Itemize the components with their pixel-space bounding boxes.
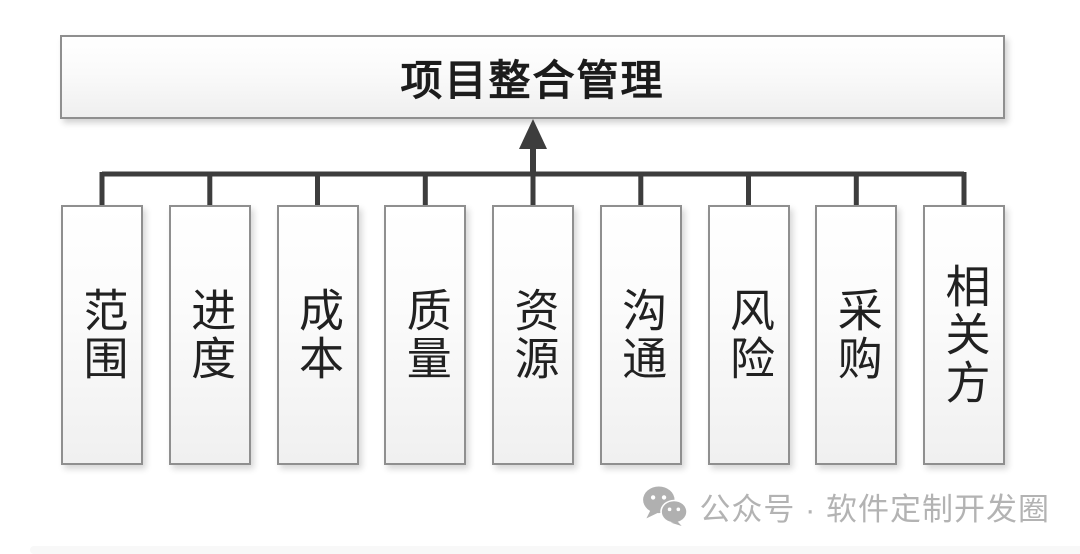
node-quality-label: 质量 bbox=[399, 287, 451, 383]
node-scope: 范围 bbox=[61, 205, 143, 465]
children-row: 范围 进度 成本 质量 资源 沟通 风险 采购 相关方 bbox=[61, 205, 1005, 465]
bottom-strip bbox=[30, 546, 1080, 554]
node-communication-label: 沟通 bbox=[615, 287, 667, 383]
node-communication: 沟通 bbox=[599, 205, 682, 465]
node-schedule-label: 进度 bbox=[184, 287, 236, 383]
root-node-label: 项目整合管理 bbox=[400, 56, 665, 104]
node-procurement: 采购 bbox=[815, 205, 898, 465]
arrow-up-head bbox=[519, 119, 547, 149]
node-stakeholder-label: 相关方 bbox=[938, 263, 990, 407]
root-node-integration-management: 项目整合管理 bbox=[60, 35, 1005, 119]
wechat-icon bbox=[643, 486, 689, 526]
node-quality: 质量 bbox=[384, 205, 467, 465]
node-procurement-label: 采购 bbox=[830, 287, 882, 383]
node-scope-label: 范围 bbox=[76, 287, 128, 383]
node-risk-label: 风险 bbox=[723, 287, 774, 383]
watermark: 公众号 · 软件定制开发圈 bbox=[642, 484, 1050, 528]
node-resource-label: 资源 bbox=[507, 287, 559, 383]
node-risk: 风险 bbox=[707, 205, 790, 465]
node-cost-label: 成本 bbox=[292, 287, 343, 383]
node-schedule: 进度 bbox=[168, 205, 251, 465]
watermark-text: 公众号 · 软件定制开发圈 bbox=[699, 491, 1050, 527]
node-cost: 成本 bbox=[276, 205, 359, 465]
node-resource: 资源 bbox=[492, 205, 574, 465]
node-stakeholder: 相关方 bbox=[923, 205, 1005, 465]
